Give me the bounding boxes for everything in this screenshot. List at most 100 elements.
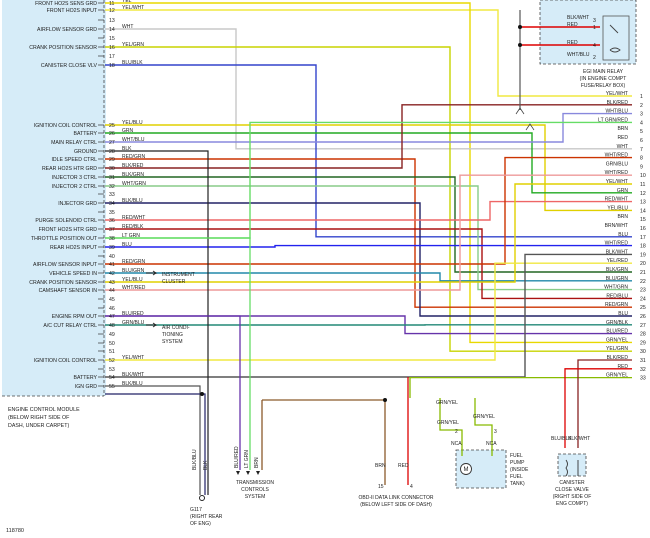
relay-wire-label: RED xyxy=(567,40,578,46)
pump-feed xyxy=(409,376,632,398)
ecm-wire-30 xyxy=(105,104,632,169)
ecm-pin-number: 36 xyxy=(109,218,115,224)
ground-wire-2 xyxy=(105,393,206,495)
arrow-icon xyxy=(236,471,240,475)
pump-wire-label: GRN/YEL xyxy=(436,400,458,406)
connector-pin-number: 11 xyxy=(640,182,645,188)
connector-pin-number: 24 xyxy=(640,296,646,302)
connector-pin-number: 17 xyxy=(640,235,646,241)
ecm-pin-number: 30 xyxy=(109,166,115,172)
connector-wire-label: WHT/RED xyxy=(605,170,629,176)
motor-label: M xyxy=(464,467,469,473)
ecm-wire-label: WHT/RED xyxy=(122,285,146,291)
connector-wire-label: RED/GRN xyxy=(605,302,628,308)
canister-wire xyxy=(577,359,632,448)
ecm-pin-label: A/C CUT RELAY CTRL xyxy=(43,323,97,329)
ecm-wire-label: WHT/BLU xyxy=(122,137,145,143)
relay-pin-number: 1 xyxy=(593,25,596,31)
ground-wire-label: BLK/BLU xyxy=(192,449,198,470)
connector-wire-label: BLK/RED xyxy=(607,355,629,361)
ecm-wire-18 xyxy=(105,64,632,238)
ecm-wire-11 xyxy=(105,2,632,344)
connector-pin-number: 27 xyxy=(640,323,646,329)
ecm-pin-number: 16 xyxy=(109,45,115,51)
ecm-caption: DASH, UNDER CARPET) xyxy=(8,423,69,429)
connector-wire-label: YEL/WHT xyxy=(606,179,628,185)
ecm-pin-number: 28 xyxy=(109,149,115,155)
trans-wire-label: BRN xyxy=(254,457,260,468)
ecm-wire-label: WHT xyxy=(122,24,133,30)
ecm-wire-label: YEL/BLU xyxy=(122,120,143,126)
ecm-pin-label: IDLE SPEED CTRL xyxy=(51,157,97,163)
ecm-pin-label: BATTERY xyxy=(74,375,98,381)
ac-caption: TIONING xyxy=(162,332,183,338)
ecm-pin-label: ENGINE RPM OUT xyxy=(52,314,98,320)
connector-wire-label: WHT/RED xyxy=(605,241,629,247)
connector-wire-label: BLU/RED xyxy=(606,329,628,335)
ecm-wire-label: YEL xyxy=(122,0,132,4)
ecm-pin-number: 31 xyxy=(109,175,115,181)
ecm-wire-14 xyxy=(105,28,632,150)
ecm-pin-label: REAR HO2S INPUT xyxy=(50,245,98,251)
pump-wire-2 xyxy=(474,398,493,456)
ecm-pin-number: 33 xyxy=(109,192,115,198)
ecm-wire-label: BLK/BLU xyxy=(122,198,143,204)
ecm-wire-label: WHT/GRN xyxy=(122,181,146,187)
connector-wire-label: RED/WHT xyxy=(605,197,628,203)
ecm-pin-number: 15 xyxy=(109,36,115,42)
ecm-pin-label: IGNITION COIL CONTROL xyxy=(34,123,97,129)
connector-wire-label: BLK/WHT xyxy=(606,249,628,255)
ecm-pin-number: 45 xyxy=(109,297,115,303)
connector-wire-label: GRN xyxy=(617,188,629,194)
ecm-wire-34 xyxy=(105,202,632,317)
connector-pin-number: 15 xyxy=(640,217,646,223)
connector-pin-number: 16 xyxy=(640,226,646,232)
connector-wire-label: YEL/WHT xyxy=(606,91,628,97)
ecm-pin-number: 52 xyxy=(109,358,115,364)
connector-pin-number: 13 xyxy=(640,200,646,206)
ecm-pin-label: AIRFLOW SENSOR GRD xyxy=(37,27,97,33)
pump-nca: NCA xyxy=(486,441,497,447)
ground-wire-3 xyxy=(105,150,209,495)
obd-wire xyxy=(262,399,386,485)
splice-dot xyxy=(383,398,387,402)
ecm-pin-number: 12 xyxy=(109,8,115,14)
connector-wire-label: GRN/BLK xyxy=(606,320,629,326)
ground-caption: (RIGHT REAR xyxy=(190,514,223,520)
ecm-pin-label: IGN GRD xyxy=(75,384,97,390)
ecm-pin-number: 40 xyxy=(109,254,115,260)
obd-pin-number: 15 xyxy=(378,484,384,490)
ecm-wire-label: GRN xyxy=(122,128,134,134)
connector-pin-number: 1 xyxy=(640,94,643,100)
connector-wire-label: RED xyxy=(617,364,628,370)
connector-wire-label: BLU xyxy=(618,232,628,238)
connector-pin-number: 26 xyxy=(640,314,646,320)
relay-switch-box xyxy=(602,15,630,61)
connector-pin-number: 8 xyxy=(640,156,643,162)
ecm-wire-27 xyxy=(105,112,632,143)
ecm-wire-43 xyxy=(105,183,632,283)
connector-wire-label: BLU xyxy=(618,311,628,317)
ecm-body xyxy=(2,0,106,396)
canister-caption: (RIGHT SIDE OF xyxy=(553,494,592,500)
relay-pin-number: 2 xyxy=(593,55,596,61)
ecm-pin-label: FRONT HO2S INPUT xyxy=(47,8,98,14)
ecm-wire-label: BLK xyxy=(122,146,132,152)
relay-caption: FUSE/RELAY BOX) xyxy=(581,83,626,89)
ecm-pin-number: 44 xyxy=(109,288,115,294)
ecm-pin-label: INJECTOR 2 CTRL xyxy=(52,184,97,190)
connector-pin-number: 33 xyxy=(640,376,646,382)
ecm-pin-label: CRANK POSITION SENSOR xyxy=(29,45,97,51)
pump-caption: TANK) xyxy=(510,481,525,487)
connector-pin-number: 21 xyxy=(640,270,646,276)
ecm-wire-42 xyxy=(105,272,632,282)
connector-pin-number: 6 xyxy=(640,138,643,144)
ecm-pin-number: 48 xyxy=(109,323,115,329)
connector-pin-number: 19 xyxy=(640,252,646,258)
ecm-wire-32 xyxy=(105,185,632,291)
pump-caption: FUEL xyxy=(510,474,523,480)
connector-wire-label: BRN/WHT xyxy=(605,223,628,229)
connector-pin-number: 28 xyxy=(640,332,646,338)
